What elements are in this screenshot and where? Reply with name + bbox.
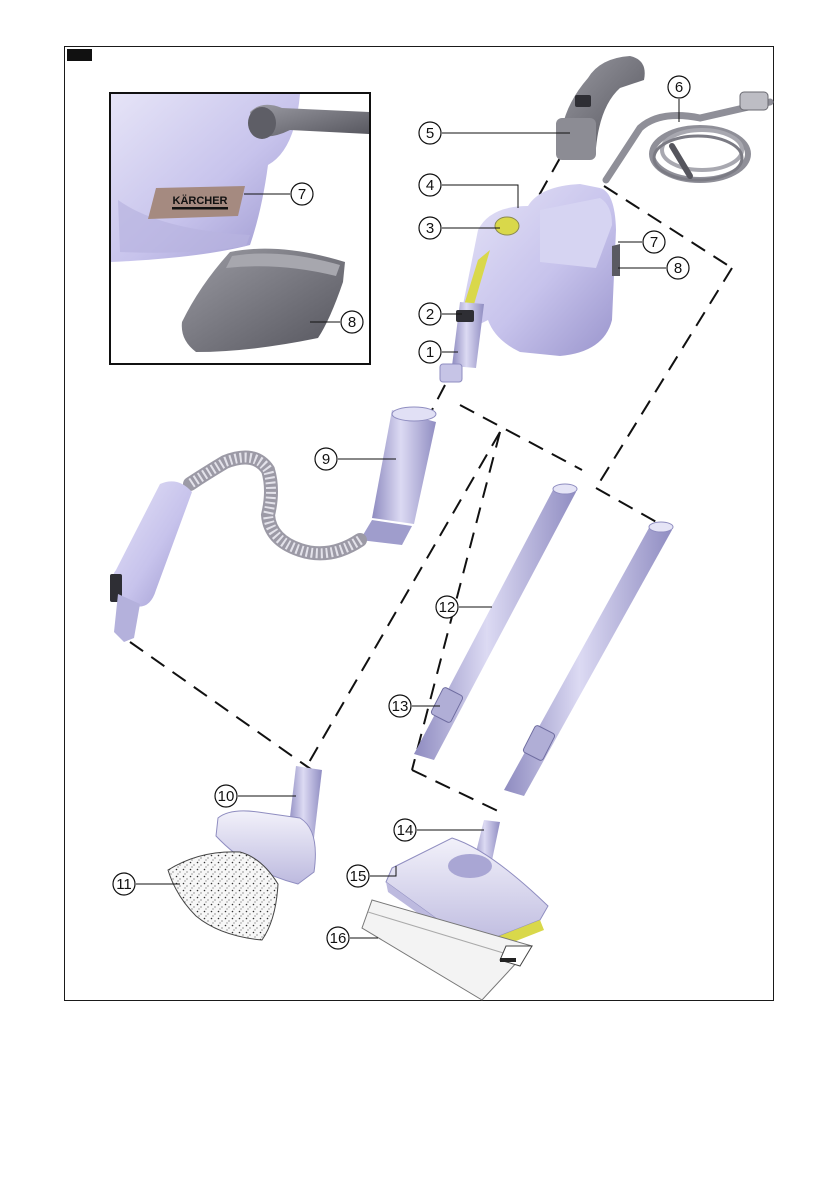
callout-13: 13 (392, 698, 409, 715)
part-main-unit (440, 184, 620, 382)
callout-inset-7: 7 (298, 186, 306, 203)
callout-14: 14 (397, 822, 414, 839)
callout-11: 11 (116, 876, 132, 893)
callout-16: 16 (330, 930, 347, 947)
part-cloth-cover (168, 852, 278, 940)
callout-12: 12 (439, 599, 456, 616)
inset-detail: KÄRCHER (110, 93, 370, 364)
callout-5: 5 (426, 125, 434, 142)
part-steam-hose (110, 407, 436, 642)
brand-label: KÄRCHER (173, 194, 228, 207)
callout-10: 10 (218, 788, 235, 805)
part-power-cord (606, 92, 770, 180)
callout-1: 1 (426, 344, 434, 361)
callout-15: 15 (350, 868, 367, 885)
callout-6: 6 (675, 79, 683, 96)
callout-inset-8: 8 (348, 314, 356, 331)
callout-9: 9 (322, 451, 330, 468)
callout-4: 4 (426, 177, 434, 194)
callout-8: 8 (674, 260, 682, 277)
callout-7: 7 (650, 234, 658, 251)
callout-3: 3 (426, 220, 434, 237)
callout-2: 2 (426, 306, 434, 323)
